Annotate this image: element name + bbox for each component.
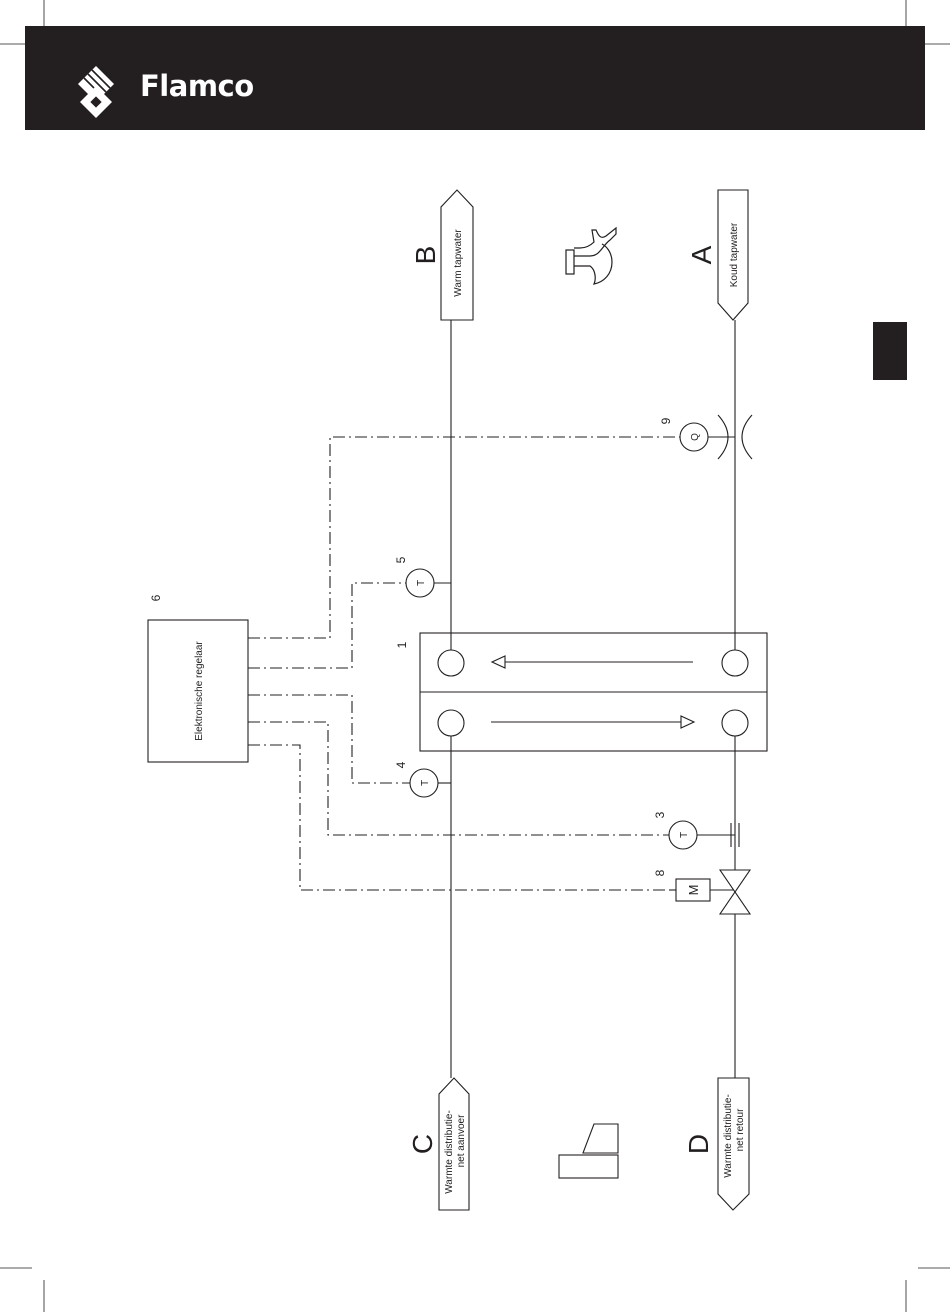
connection-c-label-1: Warmte distributie-	[444, 1110, 455, 1194]
sensor-4-number: 4	[394, 761, 408, 768]
sensor-5-symbol: T	[416, 580, 427, 586]
connection-d-letter: D	[683, 1134, 714, 1154]
connection-a-label: Koud tapwater	[729, 222, 740, 287]
controller-label: Elektronische regelaar	[194, 641, 205, 741]
connection-d-label-1: Warmte distributie-	[723, 1094, 734, 1178]
connection-c-letter: C	[407, 1134, 438, 1154]
controller-number: 6	[149, 594, 163, 601]
sensor-5-number: 5	[394, 556, 408, 563]
control-valve	[720, 870, 750, 892]
connection-d-label-2: net retour	[735, 1108, 746, 1151]
sensor-3-number: 3	[653, 811, 667, 818]
sensor-8-number: 8	[653, 869, 667, 876]
sensor-9-number: 9	[659, 417, 673, 424]
connection-a-letter: A	[686, 245, 717, 264]
connection-b-letter: B	[410, 246, 441, 265]
sensor-4-symbol: T	[420, 780, 431, 786]
sensor-8-symbol: M	[686, 885, 701, 896]
boiler-icon	[559, 1124, 618, 1178]
tap-icon	[566, 228, 616, 284]
sensor-9-symbol: Q	[690, 433, 701, 441]
sensor-3-symbol: T	[679, 832, 690, 838]
connection-c-label-2: net aanvoer	[456, 1114, 467, 1167]
connection-b-label: Warm tapwater	[453, 229, 464, 297]
heat-exchanger-number: 1	[395, 641, 409, 648]
